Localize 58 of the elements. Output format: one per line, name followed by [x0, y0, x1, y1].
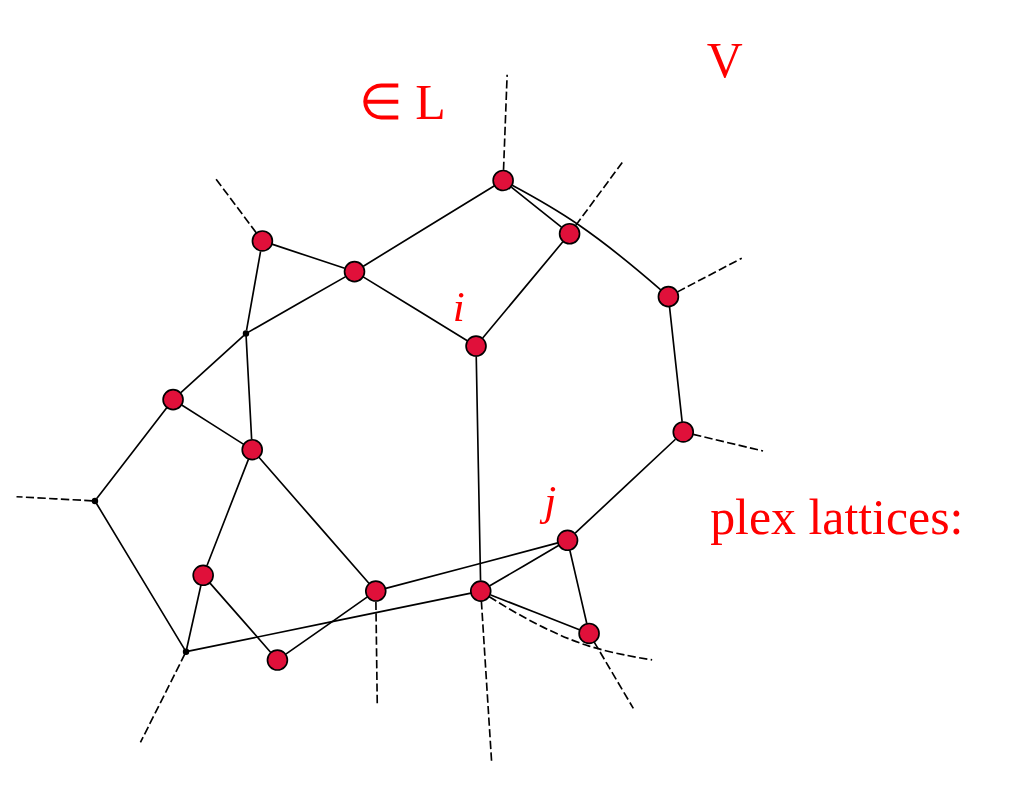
- connector: [206, 457, 250, 566]
- node-circle: [266, 648, 289, 671]
- connector: [362, 275, 469, 341]
- connector: [245, 334, 253, 440]
- node-circle: [364, 579, 387, 602]
- connector: [208, 581, 272, 653]
- connector: [502, 73, 508, 171]
- connector: [180, 403, 245, 445]
- node-label: i: [452, 282, 465, 330]
- connector: [676, 256, 743, 293]
- connector: [480, 599, 493, 763]
- node-circle: [162, 388, 184, 410]
- label: ∈ L: [358, 74, 446, 130]
- node-circle: [469, 579, 492, 602]
- connector: [247, 275, 347, 333]
- connector: [245, 250, 262, 331]
- connector: [185, 583, 202, 650]
- connector: [510, 185, 563, 228]
- connector: [475, 354, 482, 581]
- node-circle: [556, 529, 579, 551]
- node-circle: [492, 169, 514, 191]
- connector: [271, 242, 346, 269]
- label: plex lattices:: [710, 489, 964, 545]
- node-circle: [251, 229, 274, 252]
- connector: [569, 549, 588, 624]
- connector: [180, 334, 245, 393]
- node-point: [242, 329, 250, 337]
- connector: [488, 544, 560, 587]
- node-point: [91, 497, 99, 504]
- connector: [574, 437, 677, 534]
- connector: [214, 176, 257, 233]
- connector: [488, 595, 653, 661]
- connector: [692, 433, 764, 452]
- connector: [489, 593, 581, 631]
- node-circle: [192, 564, 214, 586]
- connector: [15, 495, 94, 502]
- connector: [481, 240, 564, 339]
- node-circle: [343, 260, 366, 282]
- node-point: [182, 648, 190, 655]
- connector: [574, 160, 624, 226]
- connector: [362, 184, 496, 267]
- node-circle: [578, 622, 600, 644]
- connector: [668, 305, 683, 423]
- node-circle: [672, 420, 695, 443]
- connector: [95, 501, 186, 650]
- node-circle: [657, 285, 680, 307]
- connector: [139, 652, 186, 743]
- node-circle: [241, 438, 263, 460]
- connector: [593, 640, 635, 709]
- connector: [511, 183, 662, 291]
- connector: [284, 595, 369, 655]
- node-circle: [465, 334, 487, 357]
- connector: [187, 591, 472, 652]
- connector: [95, 406, 168, 499]
- node-circle: [558, 222, 581, 245]
- connector: [258, 456, 370, 584]
- connector: [384, 541, 559, 589]
- label: V: [706, 32, 743, 88]
